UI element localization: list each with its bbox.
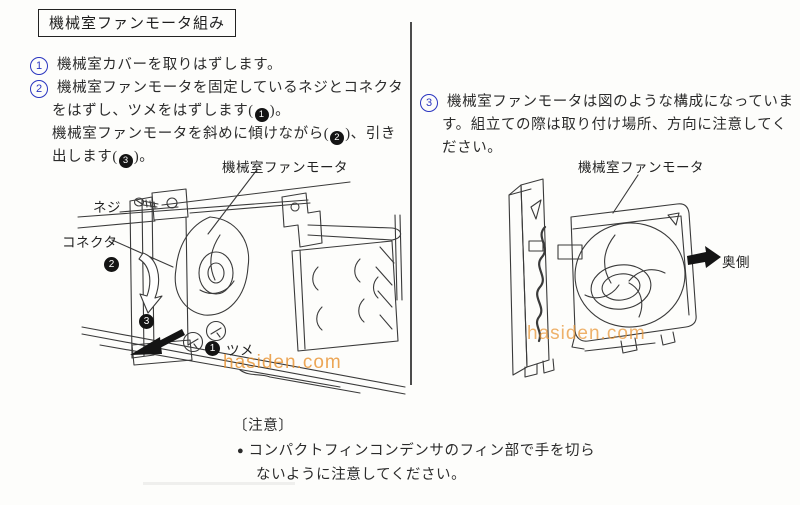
diagram-marker-1: 1 xyxy=(205,341,220,356)
screw-label: ネジ xyxy=(93,200,121,215)
step-marker-2-inline: 2 xyxy=(330,130,345,145)
left-fan-motor-label: 機械室ファンモータ xyxy=(222,160,348,175)
step-marker-3-inline: 3 xyxy=(118,153,133,168)
step-2-line4-text-a: 出します( xyxy=(52,149,118,165)
diagram-marker-3: 3 xyxy=(139,314,154,329)
back-side-label: 奥側 xyxy=(722,255,750,270)
diagram-marker-2: 2 xyxy=(104,257,119,272)
caution-heading: 〔注意〕 xyxy=(233,418,294,434)
step-3-line1: 機械室ファンモータは図のような構成になっていま xyxy=(447,94,794,110)
right-diagram-art xyxy=(508,174,721,378)
watermark-left: hasiden.com xyxy=(223,352,342,373)
back-side-arrow xyxy=(687,246,721,268)
connector-label: コネクタ xyxy=(62,235,118,250)
step-2: 2 機械室ファンモータを固定しているネジとコネクタ xyxy=(30,77,403,100)
step-2-line1: 機械室ファンモータを固定しているネジとコネクタ xyxy=(57,80,404,96)
caution-line1: ● コンパクトフィンコンデンサのフィン部で手を切ら xyxy=(237,440,595,463)
step-marker-1-inline: 1 xyxy=(254,107,269,122)
left-diagram-art xyxy=(77,170,406,395)
scan-artifact xyxy=(143,482,295,485)
step-2-line3: 機械室ファンモータを斜めに傾けながら(2)、引き xyxy=(52,123,396,146)
step-2-line2: をはずし、ツメをはずします(1)。 xyxy=(52,100,290,123)
pull-arrow xyxy=(130,329,185,355)
step-1-text: 機械室カバーを取りはずします。 xyxy=(57,57,283,73)
caution-line2: ないように注意してください。 xyxy=(256,467,467,483)
step-2-line4-text-b: )。 xyxy=(133,149,155,165)
step-2-line2-text-b: )。 xyxy=(269,103,291,119)
caution-line1-text: コンパクトフィンコンデンサのフィン部で手を切ら xyxy=(248,443,596,459)
step-3-number: 3 xyxy=(420,94,438,112)
step-1-number: 1 xyxy=(30,57,48,75)
column-divider xyxy=(410,22,412,385)
tab-label: ツメ xyxy=(226,343,254,358)
step-3: 3 機械室ファンモータは図のような構成になっていま xyxy=(420,91,794,114)
step-2-line3-text-b: )、引き xyxy=(345,126,396,142)
right-fan-motor-label: 機械室ファンモータ xyxy=(578,160,704,175)
step-3-line3: ださい。 xyxy=(442,140,503,156)
step-2-number: 2 xyxy=(30,80,48,98)
step-2-line3-text-a: 機械室ファンモータを斜めに傾けながら( xyxy=(52,126,330,142)
watermark-right: hasiden.com xyxy=(527,323,646,344)
bullet-icon: ● xyxy=(237,445,245,457)
step-1: 1 機械室カバーを取りはずします。 xyxy=(30,54,282,77)
step-2-line2-text-a: をはずし、ツメをはずします( xyxy=(52,103,254,119)
page-title: 機械室ファンモータ組み xyxy=(38,9,237,37)
step-2-line4: 出します(3)。 xyxy=(52,146,154,169)
step-3-line2: す。組立ての際は取り付け場所、方向に注意してく xyxy=(442,117,787,133)
